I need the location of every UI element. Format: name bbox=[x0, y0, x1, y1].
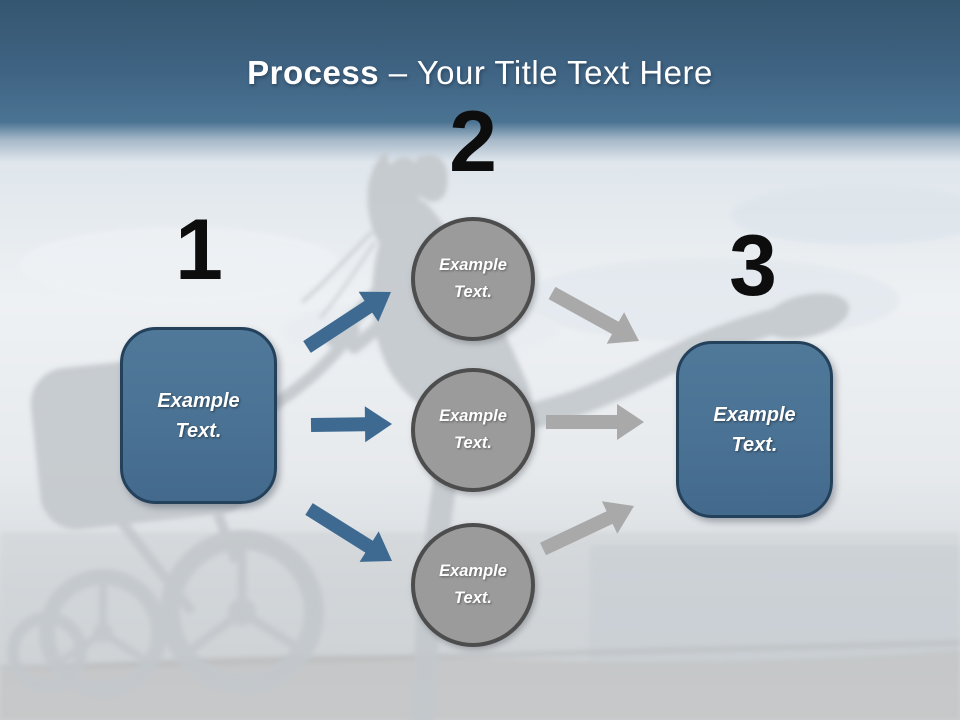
process-arrow-gray-1 bbox=[548, 286, 639, 344]
process-circle-label: Example Text. bbox=[439, 561, 507, 607]
process-box-label: Example Text. bbox=[157, 389, 240, 442]
process-arrow-gray-3 bbox=[540, 501, 634, 556]
process-box-step-1: Example Text. bbox=[120, 327, 277, 504]
step-number-2: 2 bbox=[449, 94, 497, 190]
process-circle-label: Example Text. bbox=[439, 406, 507, 452]
title-rest: Your Title Text Here bbox=[416, 54, 713, 91]
title-emphasis: Process bbox=[247, 54, 380, 91]
slide-title: Process – Your Title Text Here bbox=[0, 54, 960, 92]
process-circle-1: Example Text. bbox=[411, 217, 535, 341]
process-circle-2: Example Text. bbox=[411, 368, 535, 492]
process-arrow-blue-3 bbox=[305, 503, 392, 562]
process-arrow-gray-2 bbox=[546, 404, 644, 440]
process-arrow-blue-2 bbox=[310, 406, 392, 443]
process-circle-3: Example Text. bbox=[411, 523, 535, 647]
process-circle-label: Example Text. bbox=[439, 255, 507, 301]
process-box-label: Example Text. bbox=[713, 403, 796, 456]
process-arrow-blue-1 bbox=[303, 291, 391, 353]
title-separator: – bbox=[388, 54, 408, 91]
step-number-1: 1 bbox=[175, 202, 223, 298]
step-number-3: 3 bbox=[729, 218, 777, 314]
process-box-step-3: Example Text. bbox=[676, 341, 833, 518]
